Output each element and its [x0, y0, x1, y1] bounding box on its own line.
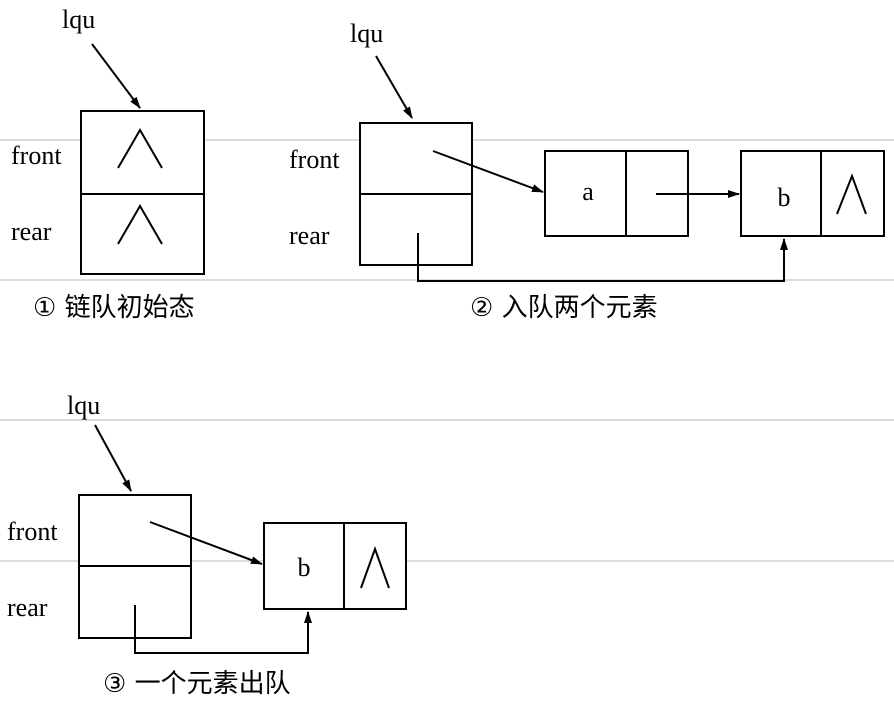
front-field: [80, 110, 205, 195]
rear-field: [80, 193, 205, 275]
caption-state3: ③ 一个元素出队: [103, 669, 291, 699]
panel-initial-state: lqu front rear ① 链队初始态: [11, 5, 205, 323]
front-label: front: [11, 141, 62, 170]
rear-null-mark: [117, 204, 163, 245]
queue-node-b: [263, 522, 407, 610]
head-pointer-arrow: [375, 55, 413, 119]
rear-field: [359, 193, 473, 266]
null-next-mark: [360, 546, 390, 589]
caption-state2: ② 入队两个元素: [470, 293, 658, 323]
rear-pointer-arrow: [417, 233, 788, 282]
panel-two-enqueued: lqu front rear a b ② 入队两个元素: [289, 19, 885, 323]
head-pointer-label: lqu: [62, 5, 95, 34]
node-a-data: a: [582, 177, 594, 206]
head-pointer-label: lqu: [350, 19, 383, 48]
node-b-data: b: [778, 183, 791, 212]
front-pointer-arrow: [432, 150, 544, 193]
head-pointer-label: lqu: [67, 391, 100, 420]
front-pointer-arrow: [149, 521, 263, 565]
rear-label: rear: [289, 221, 330, 250]
front-label: front: [289, 145, 340, 174]
null-next-mark: [836, 173, 867, 215]
head-pointer-arrow: [94, 424, 132, 492]
queue-node-b: [740, 150, 885, 237]
caption-state1: ① 链队初始态: [33, 293, 195, 323]
rear-label: rear: [11, 217, 52, 246]
rear-label: rear: [7, 593, 48, 622]
panel-one-dequeued: lqu front rear b ③ 一个元素出队: [7, 391, 407, 699]
head-pointer-arrow: [91, 43, 141, 109]
front-null-mark: [117, 128, 163, 169]
node-b-data: b: [298, 553, 311, 582]
rear-pointer-arrow: [134, 605, 312, 654]
front-label: front: [7, 517, 58, 546]
